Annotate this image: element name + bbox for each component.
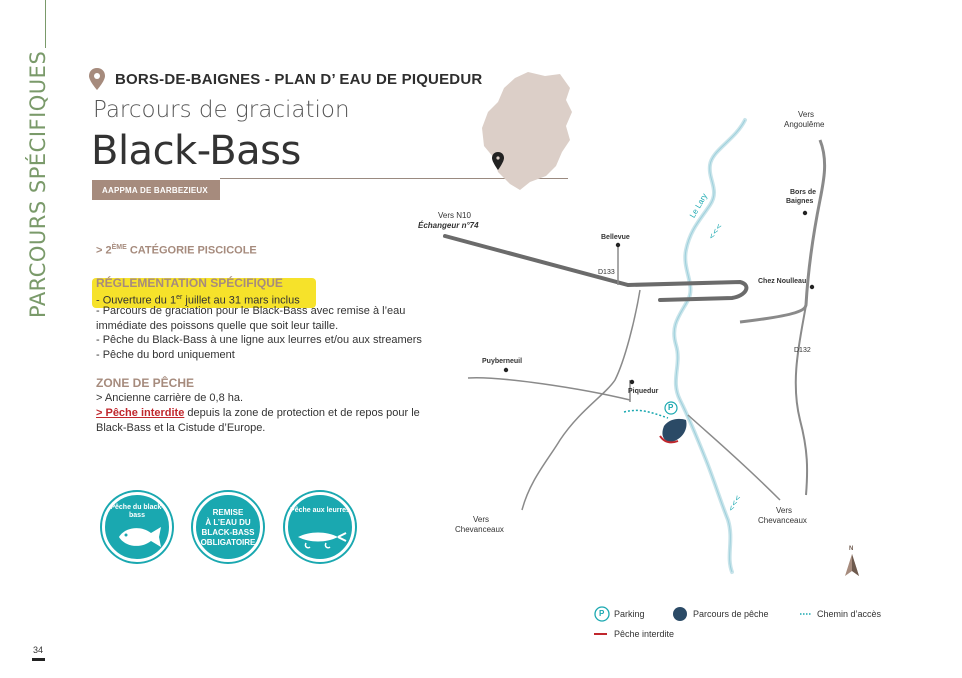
badge-1-label: Pêche du black-bass [110, 504, 164, 519]
road-n10 [443, 234, 749, 302]
river-le-lary [672, 118, 747, 574]
reg-line1-b: juillet au 31 mars inclus [182, 294, 300, 307]
label-chez-noulleau: Chez Noulleau [758, 278, 807, 285]
zone-title: ZONE DE PÊCHE [96, 376, 195, 390]
catch-release-badge: REMISE À L’EAU DU BLACK-BASS OBLIGATOIRE [193, 492, 263, 562]
label-echangeur: Échangeur n°74 [418, 221, 479, 230]
label-bellevue: Bellevue [601, 234, 630, 241]
category-rest: CATÉGORIE PISCICOLE [126, 244, 257, 257]
label-angouleme: Angoulême [784, 120, 825, 129]
badge-2-text: REMISE À L’EAU DU BLACK-BASS OBLIGATOIRE [196, 508, 260, 548]
forbidden-zone [659, 435, 679, 444]
zone-line-2-rest: depuis la zone de protection et de repos… [96, 407, 420, 434]
piquedur-dot [629, 379, 635, 385]
reg-line1-a: - Ouverture du 1 [96, 294, 177, 307]
category-line: > 2ÈME CATÉGORIE PISCICOLE [96, 244, 257, 257]
label-chev-left: Chevanceaux [455, 525, 504, 534]
zone-line-1: > Ancienne carrière de 0,8 ha. [96, 392, 244, 404]
location-heading: BORS-DE-BAIGNES - PLAN D’ EAU DE PIQUEDU… [115, 71, 483, 88]
page-number: 34 [33, 645, 44, 655]
page-number-bar [32, 658, 45, 661]
legend-parking-letter: P [599, 609, 605, 618]
label-vers-chev-right: Vers [776, 506, 793, 515]
legend-interdite: Pêche interdite [614, 629, 675, 639]
puyberneuil-dot [503, 367, 509, 373]
label-chev-right: Chevanceaux [758, 516, 807, 525]
vertical-rule [45, 0, 46, 48]
chez-noulleau-dot [809, 284, 815, 290]
black-bass-fishing-badge: Pêche du black-bass [102, 492, 172, 562]
department-pin-icon [492, 152, 504, 170]
badge-2-line-4: OBLIGATOIRE [200, 538, 256, 547]
highlight-marker [92, 278, 316, 308]
label-le-lary: Le Lary [688, 191, 710, 220]
legend-parking: Parking [614, 609, 645, 619]
label-bors: Bors de [790, 189, 817, 196]
regulation-line-3: - Pêche du Black-Bass à une ligne aux le… [96, 334, 422, 346]
label-north: N [849, 546, 854, 552]
legend-parcours: Parcours de pêche [693, 609, 769, 619]
lure-icon [298, 532, 347, 549]
page-subtitle: Parcours de graciation [93, 97, 350, 123]
lure-fishing-badge: Pêche aux leurres [285, 492, 355, 562]
label-d132: D132 [794, 347, 811, 354]
aappma-badge: AAPPMA DE BARBEZIEUX [92, 180, 220, 200]
regulation-line-2: - Parcours de graciation pour le Black-B… [96, 305, 406, 332]
parking-letter: P [668, 403, 674, 412]
label-d133: D133 [598, 269, 615, 276]
regulation-line-1: - Ouverture du 1er juillet au 31 mars in… [96, 290, 446, 309]
department-shape [482, 72, 572, 190]
road-piquedur [521, 289, 641, 511]
regulation-title: RÉGLEMENTATION SPÉCIFIQUE [96, 276, 283, 290]
side-title: PARCOURS SPÉCIFIQUES [26, 50, 50, 318]
label-vers-angouleme: Vers [798, 110, 814, 120]
label-piquedur: Piquedur [628, 388, 659, 395]
title-rule [220, 178, 568, 179]
label-vers-n10: Vers N10 [438, 211, 471, 220]
fish-icon [119, 527, 161, 547]
bors-dot [802, 210, 808, 216]
label-vers-angouleme-1: Vers [798, 110, 815, 119]
forbidden-link[interactable]: > Pêche interdite [96, 407, 185, 419]
category-sup: ÈME [111, 244, 127, 251]
access-path [623, 409, 669, 419]
bellevue-dot [615, 242, 621, 248]
reg-line1-sup: er [176, 294, 183, 301]
legend-lake-icon [673, 607, 687, 621]
road-d132 [739, 139, 827, 324]
badge-2-line-2: À L’EAU DU [205, 518, 251, 527]
location-pin-icon [89, 68, 105, 90]
badge-3-label: Pêche aux leurres [290, 507, 350, 514]
fishing-lake [662, 418, 687, 442]
label-puyberneuil: Puyberneuil [482, 358, 523, 365]
zone-line-2: > Pêche interdite depuis la zone de prot… [96, 406, 446, 436]
regulation-line-4: - Pêche du bord uniquement [96, 349, 235, 361]
label-vers-chev-left: Vers [473, 515, 490, 524]
svg-text:<<<: <<< [727, 494, 743, 513]
label-baignes: Baignes [786, 198, 814, 205]
category-prefix: > 2 [96, 244, 112, 257]
svg-text:<<<: <<< [707, 222, 724, 241]
badge-2-line-1: REMISE [212, 508, 244, 517]
legend-chemin: Chemin d’accès [817, 609, 882, 619]
north-arrow-icon [845, 554, 859, 576]
page-title: Black-Bass [91, 128, 301, 174]
badge-2-line-3: BLACK-BASS [201, 528, 255, 537]
